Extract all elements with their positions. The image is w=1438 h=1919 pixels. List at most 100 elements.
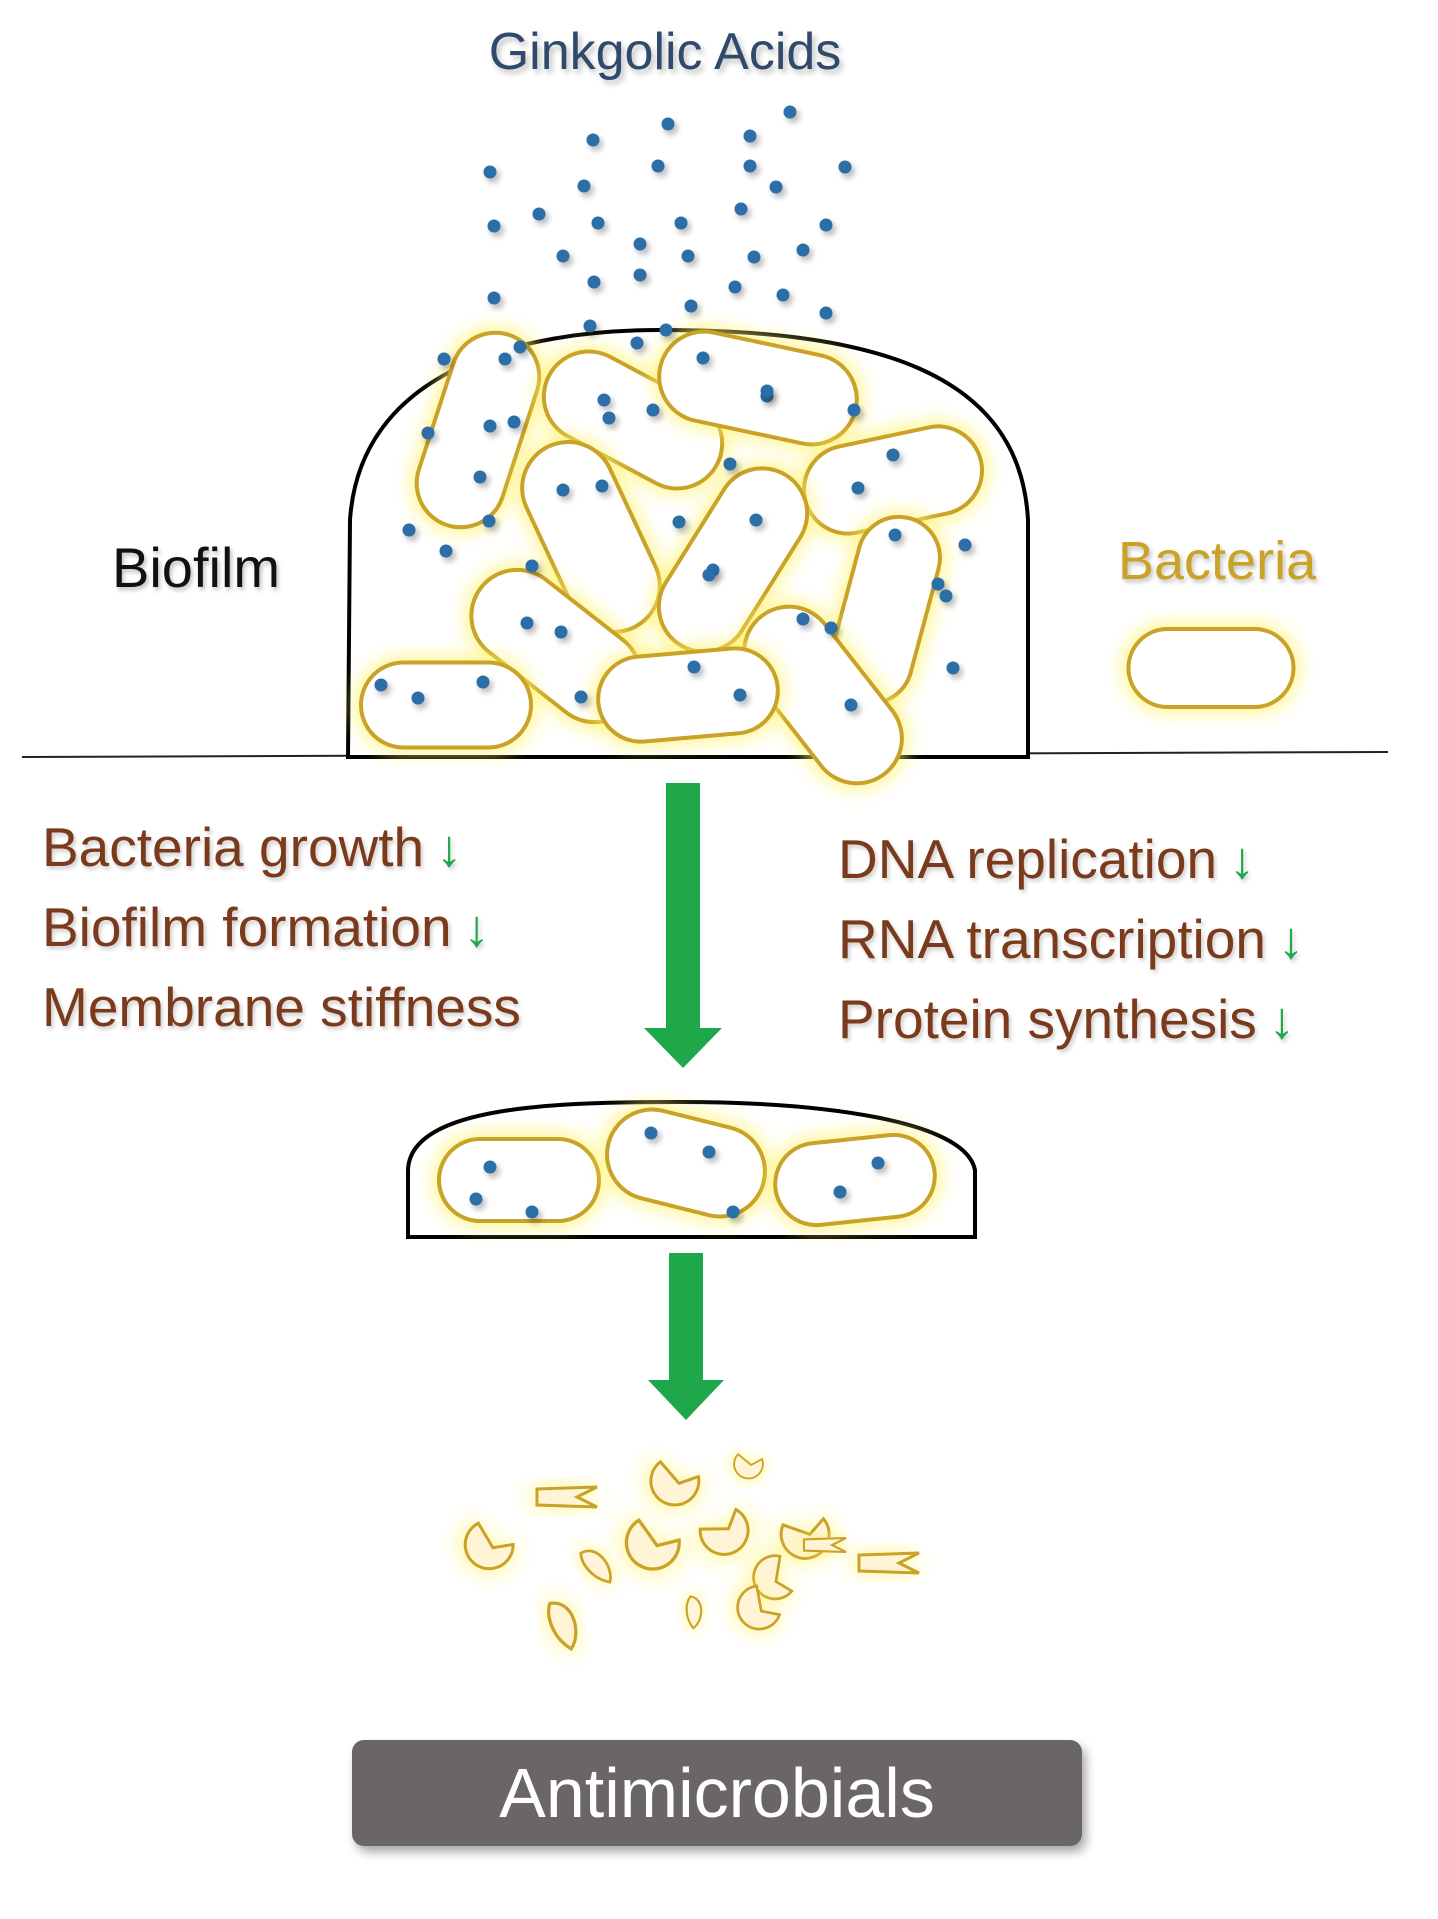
- molecule-dot: [595, 479, 609, 493]
- molecule-dot: [520, 616, 534, 630]
- molecule-dot: [733, 688, 747, 702]
- molecule-dot: [931, 577, 945, 591]
- molecule-dot: [851, 481, 865, 495]
- bacterium-cell: [592, 642, 784, 748]
- molecule-dot: [487, 291, 501, 305]
- molecule-dot: [482, 514, 496, 528]
- molecule-dot: [586, 133, 600, 147]
- molecule-dot: [633, 268, 647, 282]
- cell-fragment: [749, 1550, 796, 1603]
- bacterium-cell: [601, 1103, 771, 1223]
- molecule-dot: [760, 384, 774, 398]
- cell-fragment: [684, 1593, 703, 1632]
- cell-fragment: [645, 1457, 704, 1510]
- molecule-dot: [411, 691, 425, 705]
- molecule-dot: [819, 306, 833, 320]
- molecule-dot: [651, 159, 665, 173]
- molecule-dot: [402, 523, 416, 537]
- effect-membrane-stiffness: Membrane stiffness: [42, 976, 521, 1038]
- molecule-dot: [646, 403, 660, 417]
- molecule-dot: [696, 351, 710, 365]
- bacterium-cell: [433, 1133, 605, 1227]
- molecule-dot: [476, 675, 490, 689]
- molecule-dot: [871, 1156, 885, 1170]
- decrease-arrow-icon: ↓: [463, 900, 490, 958]
- molecule-dot: [824, 621, 838, 635]
- molecule-dot: [469, 1192, 483, 1206]
- molecule-dot: [958, 538, 972, 552]
- molecule-dot: [681, 249, 695, 263]
- bacterium-cell: [652, 462, 814, 658]
- bacterium-cell: [355, 656, 537, 754]
- bacteria-legend-label: Bacteria: [1118, 531, 1317, 591]
- molecule-dot: [525, 1205, 539, 1219]
- diagram-title: Ginkgolic Acids: [488, 23, 842, 81]
- molecule-dot: [734, 202, 748, 216]
- cell-fragment: [694, 1505, 753, 1560]
- molecule-dot: [483, 165, 497, 179]
- biofilm-bacteria-group: [355, 325, 988, 790]
- cell-fragment: [531, 1485, 603, 1509]
- cell-fragment: [576, 1548, 613, 1586]
- molecule-dot: [556, 249, 570, 263]
- cell-fragment: [460, 1518, 518, 1573]
- cell-fragment: [799, 1536, 851, 1554]
- cell-fragment: [730, 1452, 766, 1482]
- molecule-dot: [726, 1205, 740, 1219]
- antimicrobials-banner: Antimicrobials: [352, 1740, 1082, 1846]
- biofilm-effects-list: Bacteria growth↓ Biofilm formation↓ Memb…: [42, 808, 521, 1046]
- molecule-dot: [587, 275, 601, 289]
- molecule-dot: [796, 243, 810, 257]
- molecule-dot: [483, 1160, 497, 1174]
- molecule-dot: [577, 179, 591, 193]
- cell-fragment: [545, 1598, 578, 1654]
- molecule-dot: [473, 470, 487, 484]
- molecule-dot: [583, 319, 597, 333]
- molecule-dot: [532, 207, 546, 221]
- bacterium-cell: [410, 326, 546, 534]
- molecule-dot: [946, 661, 960, 675]
- bacterium-cell: [769, 1128, 941, 1232]
- molecule-dot: [888, 528, 902, 542]
- molecule-dot: [591, 216, 605, 230]
- molecule-dot: [498, 352, 512, 366]
- molecule-dot: [847, 403, 861, 417]
- molecule-dot: [437, 352, 451, 366]
- molecule-dot: [749, 513, 763, 527]
- effect-dna-replication: DNA replication↓: [838, 828, 1256, 890]
- bacterium-cell: [798, 420, 988, 540]
- effect-biofilm-formation: Biofilm formation↓: [42, 896, 490, 958]
- molecule-dot: [487, 219, 501, 233]
- molecule-dot: [672, 515, 686, 529]
- effect-bacteria-growth: Bacteria growth↓: [42, 816, 463, 878]
- molecule-dot: [659, 323, 673, 337]
- molecule-dot: [644, 1126, 658, 1140]
- molecule-dot: [684, 299, 698, 313]
- bacterium-cell: [738, 600, 908, 790]
- molecule-dot: [833, 1185, 847, 1199]
- decrease-arrow-icon: ↓: [436, 820, 463, 878]
- decrease-arrow-icon: ↓: [1229, 832, 1256, 890]
- molecule-dot: [783, 105, 797, 119]
- effect-rna-transcription: RNA transcription↓: [838, 908, 1304, 970]
- decrease-arrow-icon: ↓: [1277, 912, 1304, 970]
- molecule-dot: [507, 415, 521, 429]
- bacterium-cell: [537, 345, 729, 495]
- molecular-effects-list: DNA replication↓ RNA transcription↓ Prot…: [838, 820, 1304, 1060]
- cell-fragment: [733, 1581, 784, 1633]
- molecule-dot: [747, 250, 761, 264]
- molecule-dot: [554, 625, 568, 639]
- molecule-dot: [723, 457, 737, 471]
- molecule-dot: [844, 698, 858, 712]
- molecule-dot: [796, 612, 810, 626]
- molecule-dot: [525, 559, 539, 573]
- molecule-dot: [633, 237, 647, 251]
- molecule-dot: [421, 426, 435, 440]
- molecule-dot: [630, 336, 644, 350]
- molecule-dot: [702, 568, 716, 582]
- molecule-dot: [597, 393, 611, 407]
- lysed-bacteria-fragments: [460, 1452, 925, 1654]
- molecule-dot: [439, 544, 453, 558]
